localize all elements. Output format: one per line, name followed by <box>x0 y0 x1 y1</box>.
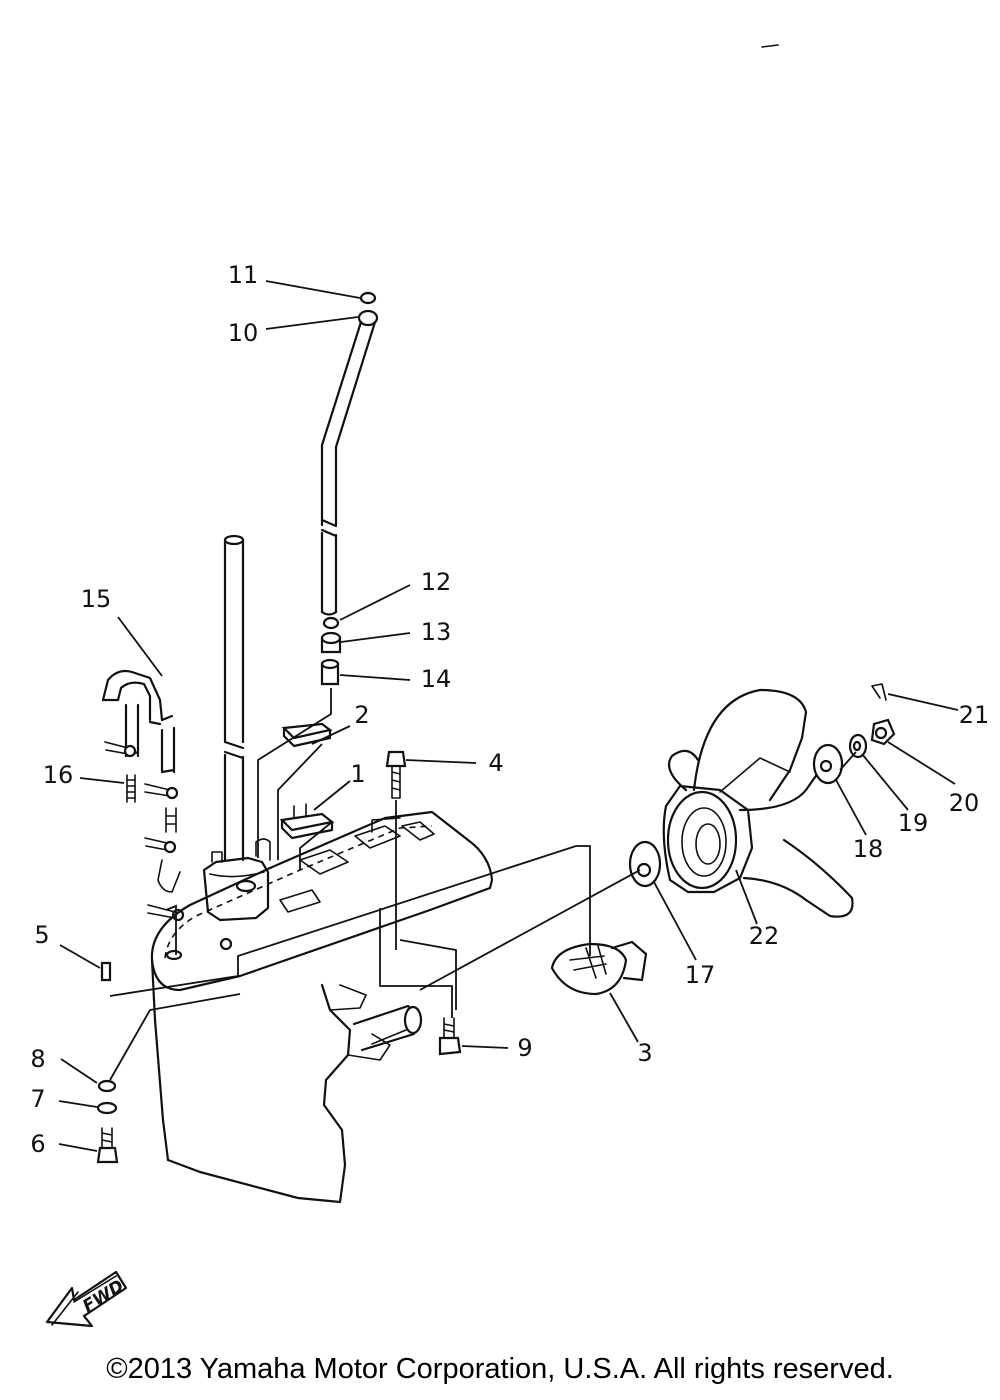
callout-9: 9 <box>517 1034 532 1062</box>
callout-7: 7 <box>30 1085 45 1113</box>
water-hose <box>101 669 176 774</box>
callout-13: 13 <box>421 618 452 646</box>
propeller <box>662 688 854 918</box>
callout-1: 1 <box>350 760 365 788</box>
callout-3: 3 <box>637 1039 652 1067</box>
assembly-lines <box>109 688 857 1081</box>
callout-18: 18 <box>853 835 884 863</box>
callout-14: 14 <box>421 665 452 693</box>
plate-parts <box>279 722 335 840</box>
callout-22: 22 <box>749 922 780 950</box>
callout-16: 16 <box>43 761 74 789</box>
callout-10: 10 <box>228 319 259 347</box>
callout-15: 15 <box>81 585 112 613</box>
fwd-label: FWD <box>79 1276 127 1317</box>
drive-shaft <box>223 534 245 862</box>
callout-8: 8 <box>30 1045 45 1073</box>
lower-casing <box>150 810 494 1204</box>
callout-4: 4 <box>488 749 503 777</box>
callout-20: 20 <box>949 789 980 817</box>
callout-12: 12 <box>421 568 452 596</box>
scan-mark <box>761 44 779 48</box>
bolt-9 <box>438 1017 462 1056</box>
copyright-notice: ©2013 Yamaha Motor Corporation, U.S.A. A… <box>106 1353 894 1385</box>
prop-hardware <box>628 683 896 888</box>
callout-21: 21 <box>959 701 990 729</box>
callout-2: 2 <box>354 701 369 729</box>
callout-leaders <box>58 280 959 1152</box>
trim-tab <box>550 940 648 996</box>
dowel-pin <box>100 961 112 982</box>
fwd-arrow: FWD <box>45 1270 128 1328</box>
shift-rod <box>320 291 379 616</box>
callout-5: 5 <box>34 921 49 949</box>
rod-seal-parts <box>320 616 342 686</box>
callout-19: 19 <box>898 809 929 837</box>
callout-6: 6 <box>30 1130 45 1158</box>
callout-17: 17 <box>685 961 716 989</box>
bolt-4 <box>385 750 407 799</box>
hose-fittings <box>104 741 185 922</box>
callout-11: 11 <box>228 261 259 289</box>
bolt-washer-set <box>96 1079 119 1164</box>
callout-numbers: 1 2 3 4 5 6 7 8 9 10 11 12 13 14 15 16 1… <box>30 261 989 1158</box>
